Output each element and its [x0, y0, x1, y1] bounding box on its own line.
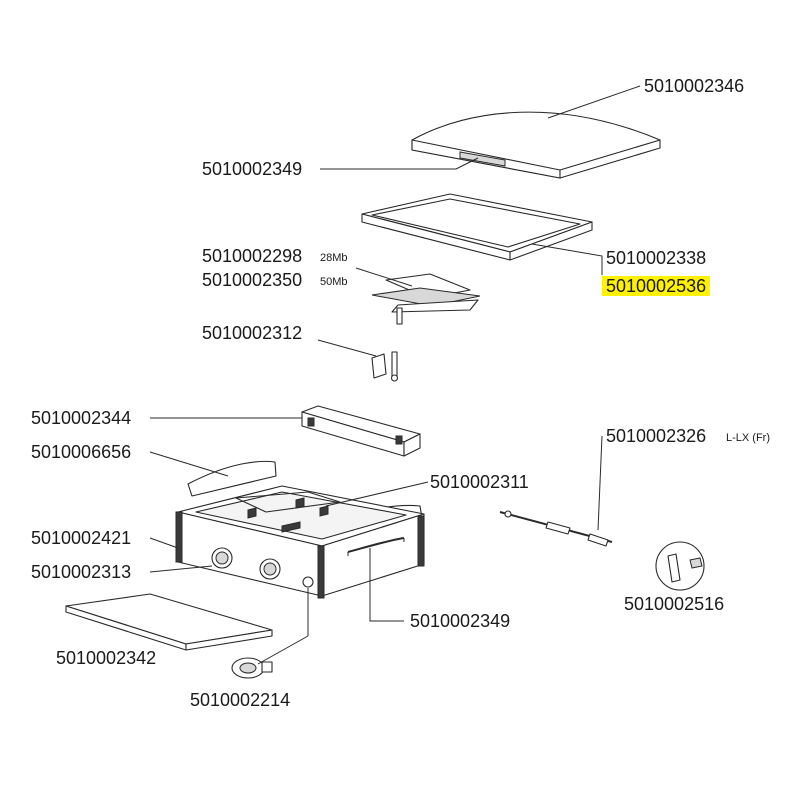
callout-injector-50-note: 50Mb — [320, 276, 348, 288]
grill-body-part — [175, 460, 425, 599]
thermocouple-part — [499, 510, 613, 547]
callout-side-handle: 5010002349 — [410, 611, 511, 631]
igniter-part — [231, 657, 273, 679]
callout-plate-b-text: 5010002536 — [602, 276, 711, 296]
callout-lid: 5010002346 — [644, 76, 745, 96]
callout-knob: 5010002313 — [31, 562, 132, 582]
callout-burner: 5010002311 — [430, 472, 529, 492]
callout-windshield: 5010006656 — [31, 442, 132, 462]
callout-injector-28-note: 28Mb — [320, 252, 348, 264]
callout-plate-a: 5010002338 — [606, 248, 707, 268]
callout-frame: 5010002421 — [31, 528, 132, 548]
electrode-part — [371, 351, 399, 382]
callout-thermocouple: 5010002326 — [606, 426, 707, 446]
injector-part — [371, 273, 481, 325]
grease-tray-part — [65, 593, 273, 651]
cooking-plate-part — [361, 193, 593, 261]
leader-lines — [149, 85, 641, 665]
callout-back-panel: 5010002344 — [31, 408, 132, 428]
lid-part — [411, 111, 661, 179]
callout-lid-handle: 5010002349 — [202, 159, 303, 179]
back-panel-part — [301, 405, 421, 457]
bracket-part — [655, 541, 705, 591]
callout-grease-tray: 5010002342 — [56, 648, 157, 668]
callout-bracket: 5010002516 — [624, 594, 725, 614]
callout-igniter: 5010002214 — [190, 690, 291, 710]
callout-electrode: 5010002312 — [202, 323, 303, 343]
callout-injector-28: 5010002298 — [202, 246, 303, 266]
callout-plate-b: 5010002536 — [602, 276, 711, 296]
callout-thermocouple-note: L-LX (Fr) — [726, 432, 770, 444]
callout-injector-50: 5010002350 — [202, 270, 303, 290]
